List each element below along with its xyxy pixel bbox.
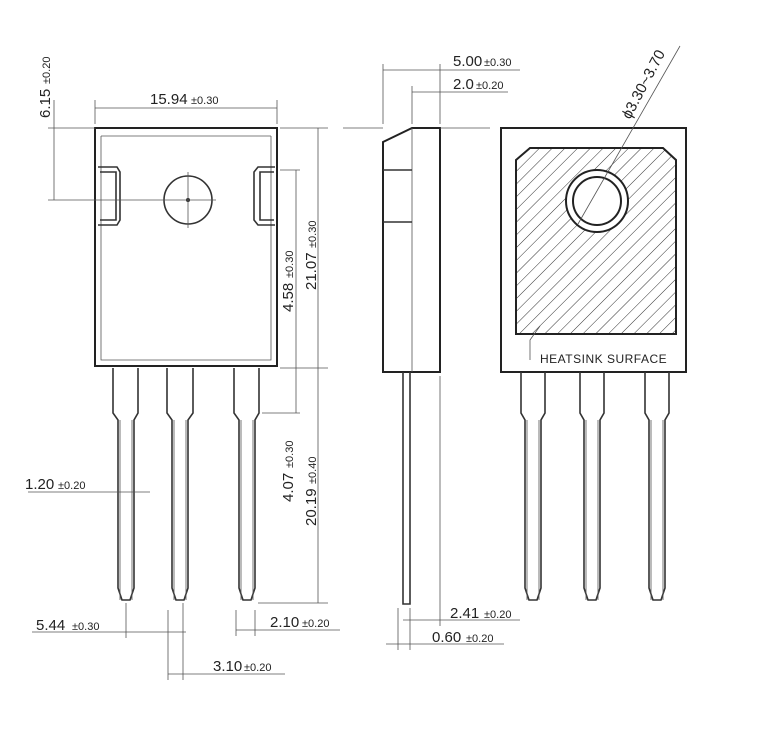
dim-lead-width-tol: ±0.20 <box>58 480 85 492</box>
dim-tab-thickness-tol: ±0.20 <box>476 80 503 92</box>
dim-top-offset-tol: ±0.20 <box>41 57 53 84</box>
dim-lead-offset-value: 2.41 <box>450 605 479 622</box>
dim-lead-shoulder-value: 4.07 <box>280 473 297 502</box>
label-lead-length: 20.19 ±0.40 <box>303 457 320 526</box>
dim-pitch-value: 5.44 <box>36 617 65 634</box>
dim-top-offset-value: 6.15 <box>37 89 54 118</box>
dim-lead-span-tol: ±0.20 <box>244 662 271 674</box>
lead-left <box>112 368 139 601</box>
left-notch <box>98 166 121 226</box>
label-thickness: 5.00 ±0.30 <box>453 53 511 70</box>
side-view <box>382 127 441 605</box>
heatsink-area <box>515 147 677 335</box>
dim-thickness-value: 5.00 <box>453 53 482 70</box>
dim-lead-length-value: 20.19 <box>303 488 320 526</box>
label-lead-thickness: 0.60 ±0.20 <box>432 629 493 646</box>
front-dimensions <box>28 100 340 680</box>
dim-tab-thickness-value: 2.0 <box>453 76 474 93</box>
dim-hole-dia: ϕ3.30~3.70 <box>619 47 669 122</box>
dim-body-height-value: 21.07 <box>303 252 320 290</box>
dim-shoulder-width-value: 2.10 <box>270 614 299 631</box>
dim-shoulder-width-tol: ±0.20 <box>302 618 329 630</box>
dim-lead-width-value: 1.20 <box>25 476 54 493</box>
dim-body-height-tol: ±0.30 <box>307 221 319 248</box>
label-lead-shoulder: 4.07 ±0.30 <box>280 441 297 502</box>
back-view <box>500 45 687 601</box>
label-pitch: 5.44 ±0.30 <box>36 617 99 634</box>
label-lead-offset: 2.41 ±0.20 <box>450 605 511 622</box>
dim-hole-pos-tol: ±0.30 <box>284 251 296 278</box>
back-lead-right <box>644 372 670 601</box>
dim-width-value: 15.94 <box>150 91 188 108</box>
dim-thickness-tol: ±0.30 <box>484 57 511 69</box>
front-body <box>94 127 278 367</box>
label-tab-thickness: 2.0 ±0.20 <box>453 76 503 93</box>
lead-center <box>166 368 194 601</box>
right-notch <box>253 166 275 226</box>
dim-pitch-tol: ±0.30 <box>72 621 99 633</box>
dim-lead-thickness-tol: ±0.20 <box>466 633 493 645</box>
heatsink-surface-label: HEATSINK SURFACE <box>540 352 667 366</box>
back-mounting-hole-inner <box>572 176 622 226</box>
dim-lead-offset-tol: ±0.20 <box>484 609 511 621</box>
back-lead-left <box>520 372 546 601</box>
back-lead-center <box>579 372 605 601</box>
dim-lead-thickness-value: 0.60 <box>432 629 461 646</box>
side-lead <box>402 372 411 605</box>
label-hole-pos: 4.58 ±0.30 <box>280 251 297 312</box>
front-view <box>94 127 278 601</box>
dim-hole-pos-value: 4.58 <box>280 283 297 312</box>
side-dimensions <box>343 64 520 650</box>
label-lead-span: 3.10 ±0.20 <box>213 658 271 675</box>
dim-lead-span-value: 3.10 <box>213 658 242 675</box>
dim-lead-length-tol: ±0.40 <box>307 457 319 484</box>
label-hole-dia: ϕ3.30~3.70 <box>619 47 669 122</box>
label-lead-width: 1.20 ±0.20 <box>25 476 85 493</box>
side-body <box>382 127 441 373</box>
dim-lead-shoulder-tol: ±0.30 <box>284 441 296 468</box>
label-top-offset: 6.15 ±0.20 <box>37 57 54 118</box>
dim-width-tol: ±0.30 <box>191 95 218 107</box>
label-body-height: 21.07 ±0.30 <box>303 221 320 290</box>
lead-right <box>233 368 260 601</box>
label-shoulder-width: 2.10 ±0.20 <box>270 614 329 631</box>
label-width: 15.94 ±0.30 <box>150 91 218 108</box>
